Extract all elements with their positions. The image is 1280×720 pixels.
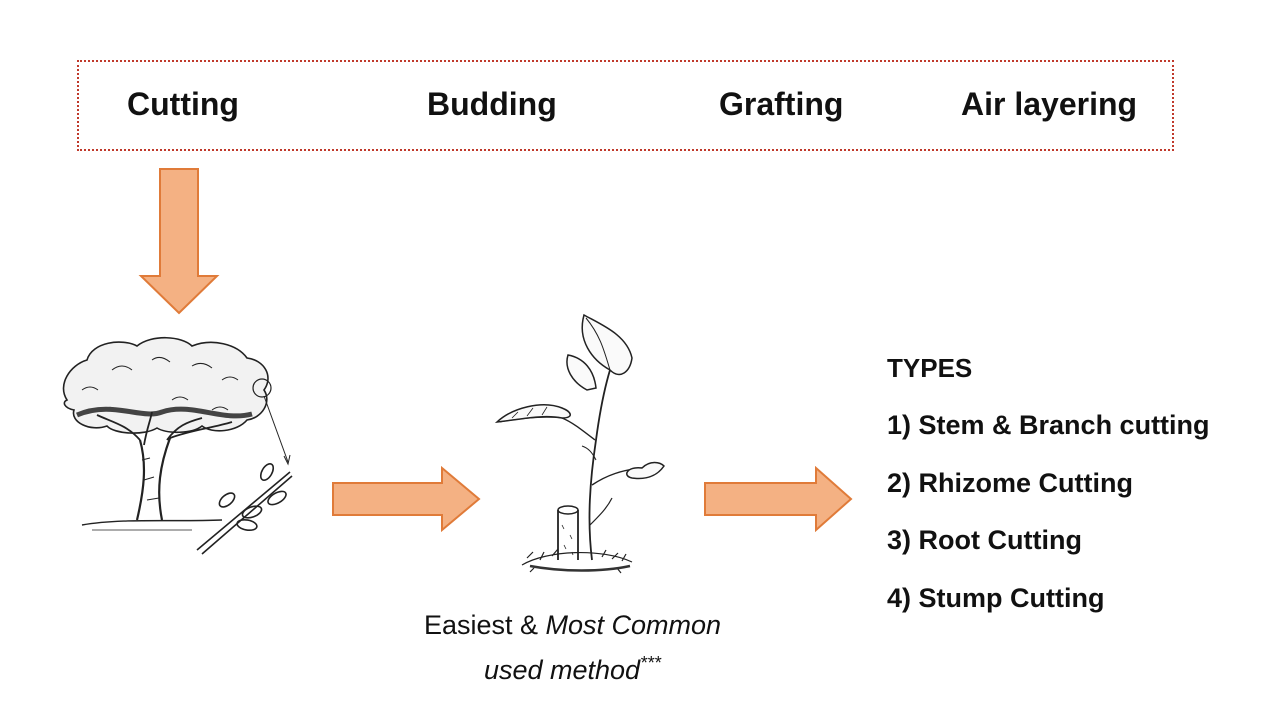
caption-plain: Easiest & xyxy=(423,610,546,640)
down-arrow-icon xyxy=(138,168,220,315)
type-item-stump: 4) Stump Cutting xyxy=(887,583,1105,613)
type-item-stem-branch: 1) Stem & Branch cutting xyxy=(887,410,1210,440)
methods-box xyxy=(77,60,1174,151)
right-arrow-icon xyxy=(704,466,853,532)
caption-line-2: used method*** xyxy=(380,644,765,689)
rooted-cutting-plant-illustration xyxy=(494,313,665,574)
method-cutting: Cutting xyxy=(127,86,239,122)
method-budding: Budding xyxy=(427,86,557,122)
method-grafting: Grafting xyxy=(719,86,844,122)
caption-italic-2: used method xyxy=(483,655,641,685)
type-item-root: 3) Root Cutting xyxy=(887,525,1082,555)
caption: Easiest & Most Common used method*** xyxy=(380,606,765,689)
right-arrow-icon xyxy=(332,466,481,532)
method-air-layering: Air layering xyxy=(961,86,1138,122)
type-item-rhizome: 2) Rhizome Cutting xyxy=(887,468,1133,498)
caption-asterisks: *** xyxy=(640,653,662,673)
tree-with-cutting-illustration xyxy=(62,336,293,555)
types-title: TYPES xyxy=(887,353,973,383)
caption-italic-1: Most Common xyxy=(545,610,722,640)
caption-line-1: Easiest & Most Common xyxy=(380,606,765,644)
